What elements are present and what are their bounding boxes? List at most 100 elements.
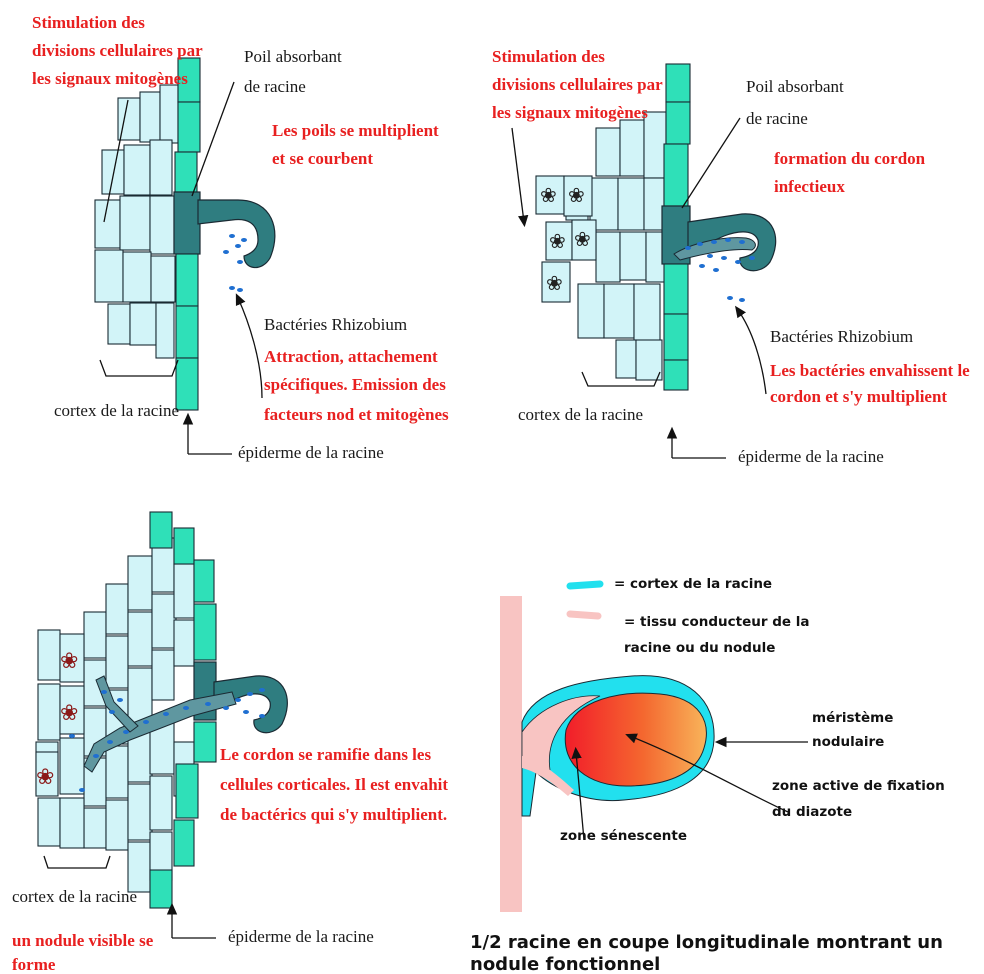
cortex-cells [95, 85, 178, 358]
cell [618, 178, 644, 230]
p1-epiderme-label: épiderme de la racine [238, 443, 384, 462]
svg-text:❀: ❀ [60, 700, 78, 725]
epidermis [174, 58, 200, 410]
cell [634, 284, 660, 342]
poil-pointer [682, 118, 740, 208]
cell [38, 798, 60, 846]
caption-line-1: 1/2 racine en coupe longitudinale montra… [470, 932, 943, 953]
p2-red-top-2: divisions cellulaires par [492, 75, 663, 94]
p1-poil-2: de racine [244, 77, 306, 96]
cell [604, 284, 634, 338]
svg-text:❀: ❀ [546, 273, 563, 295]
cell [620, 120, 644, 176]
svg-text:❀: ❀ [549, 231, 566, 253]
cell [151, 256, 175, 302]
cell [123, 252, 151, 302]
epidermis-cell [150, 512, 172, 548]
p1-red-bottom-1: Attraction, attachement [264, 347, 438, 366]
legend-tissu-swatch [570, 614, 598, 616]
epidermis [662, 64, 690, 390]
p2-red-bottom-2: cordon et s'y multiplient [770, 387, 947, 406]
cell [578, 284, 604, 338]
root-hair-curled [198, 200, 275, 268]
svg-text:❀: ❀ [574, 229, 591, 251]
legend-tissu-label-2: racine ou du nodule [624, 640, 775, 656]
p2-red-top-1: Stimulation des [492, 47, 605, 66]
cell [174, 620, 194, 666]
cell [130, 303, 156, 345]
p2-poil-1: Poil absorbant [746, 77, 844, 96]
meristeme-label-1: méristème [812, 710, 893, 726]
p2-epiderme-label: épiderme de la racine [738, 447, 884, 466]
epidermis-cell [178, 102, 200, 152]
p1-red-bottom-3: facteurs nod et mitogènes [264, 405, 449, 424]
cell [106, 800, 128, 850]
svg-text:❀: ❀ [568, 185, 585, 207]
bacteria-pointer [238, 298, 262, 398]
p1-red-right-2: et se courbent [272, 149, 373, 168]
cell [108, 304, 130, 344]
cell [174, 564, 194, 618]
svg-text:❀: ❀ [540, 185, 557, 207]
cell [128, 842, 150, 892]
stimulation-arrow [512, 128, 524, 222]
p2-bacteries: Bactéries Rhizobium [770, 327, 913, 346]
cell [38, 684, 60, 740]
cell [124, 145, 150, 195]
cell [38, 630, 60, 680]
epidermis-cell [174, 820, 194, 866]
cell [596, 128, 620, 176]
cell [128, 612, 152, 666]
legend-tissu-label-1: = tissu conducteur de la [624, 614, 809, 630]
epidermis-cell [194, 722, 216, 762]
cell [140, 92, 160, 142]
bacteria [223, 234, 247, 292]
p3-red-bottom-1: un nodule visible se [12, 931, 154, 950]
epidermis-cell [664, 314, 688, 360]
epidermis-cell [175, 152, 197, 192]
zone-active-label-2: du diazote [772, 804, 852, 820]
panel-2: ❀ ❀ ❀ ❀ ❀ [492, 47, 970, 466]
cell [60, 738, 84, 794]
panel-4: = cortex de la racine = tissu conducteur… [470, 576, 945, 974]
cell [60, 798, 84, 848]
p2-red-right-2: infectieux [774, 177, 845, 196]
cell [152, 594, 176, 648]
epidermis-cell [150, 870, 172, 908]
cell [84, 808, 106, 848]
legend-cortex-swatch [570, 584, 600, 586]
cell [128, 784, 152, 840]
cell [616, 340, 636, 378]
cell [644, 178, 664, 230]
p2-red-top-3: les signaux mitogènes [492, 103, 648, 122]
cell [620, 232, 646, 280]
p1-red-top-3: les signaux mitogènes [32, 69, 188, 88]
p2-cortex-label: cortex de la racine [518, 405, 643, 424]
legend-cortex-label: = cortex de la racine [614, 576, 772, 592]
p1-cortex-label: cortex de la racine [54, 401, 179, 420]
epidermis-cell [664, 144, 688, 206]
p1-red-bottom-2: spécifiques. Emission des [264, 375, 446, 394]
root-conductive-tissue [500, 596, 522, 912]
cell [95, 250, 123, 302]
p3-red-right-2: cellules corticales. Il est envahit [220, 775, 448, 794]
p3-red-bottom-2: forme [12, 955, 56, 974]
epidermis-cell [176, 254, 198, 306]
panel-1: Stimulation des divisions cellulaires pa… [32, 13, 449, 462]
epidermis-cell [174, 528, 194, 564]
cell [106, 584, 128, 634]
zone-senescente-label: zone sénescente [560, 828, 687, 844]
cell [156, 303, 174, 358]
p1-bacteries: Bactéries Rhizobium [264, 315, 407, 334]
p3-red-right-3: de bactérics qui s'y multiplient. [220, 805, 447, 824]
p3-red-right-1: Le cordon se ramifie dans les [220, 745, 431, 764]
cell [150, 140, 172, 195]
cell [160, 85, 178, 143]
svg-text:❀: ❀ [60, 648, 78, 673]
p2-red-bottom-1: Les bactéries envahissent le [770, 361, 970, 380]
cell [150, 196, 174, 254]
zone-active-label-1: zone active de fixation [772, 778, 945, 794]
cell [120, 196, 150, 250]
